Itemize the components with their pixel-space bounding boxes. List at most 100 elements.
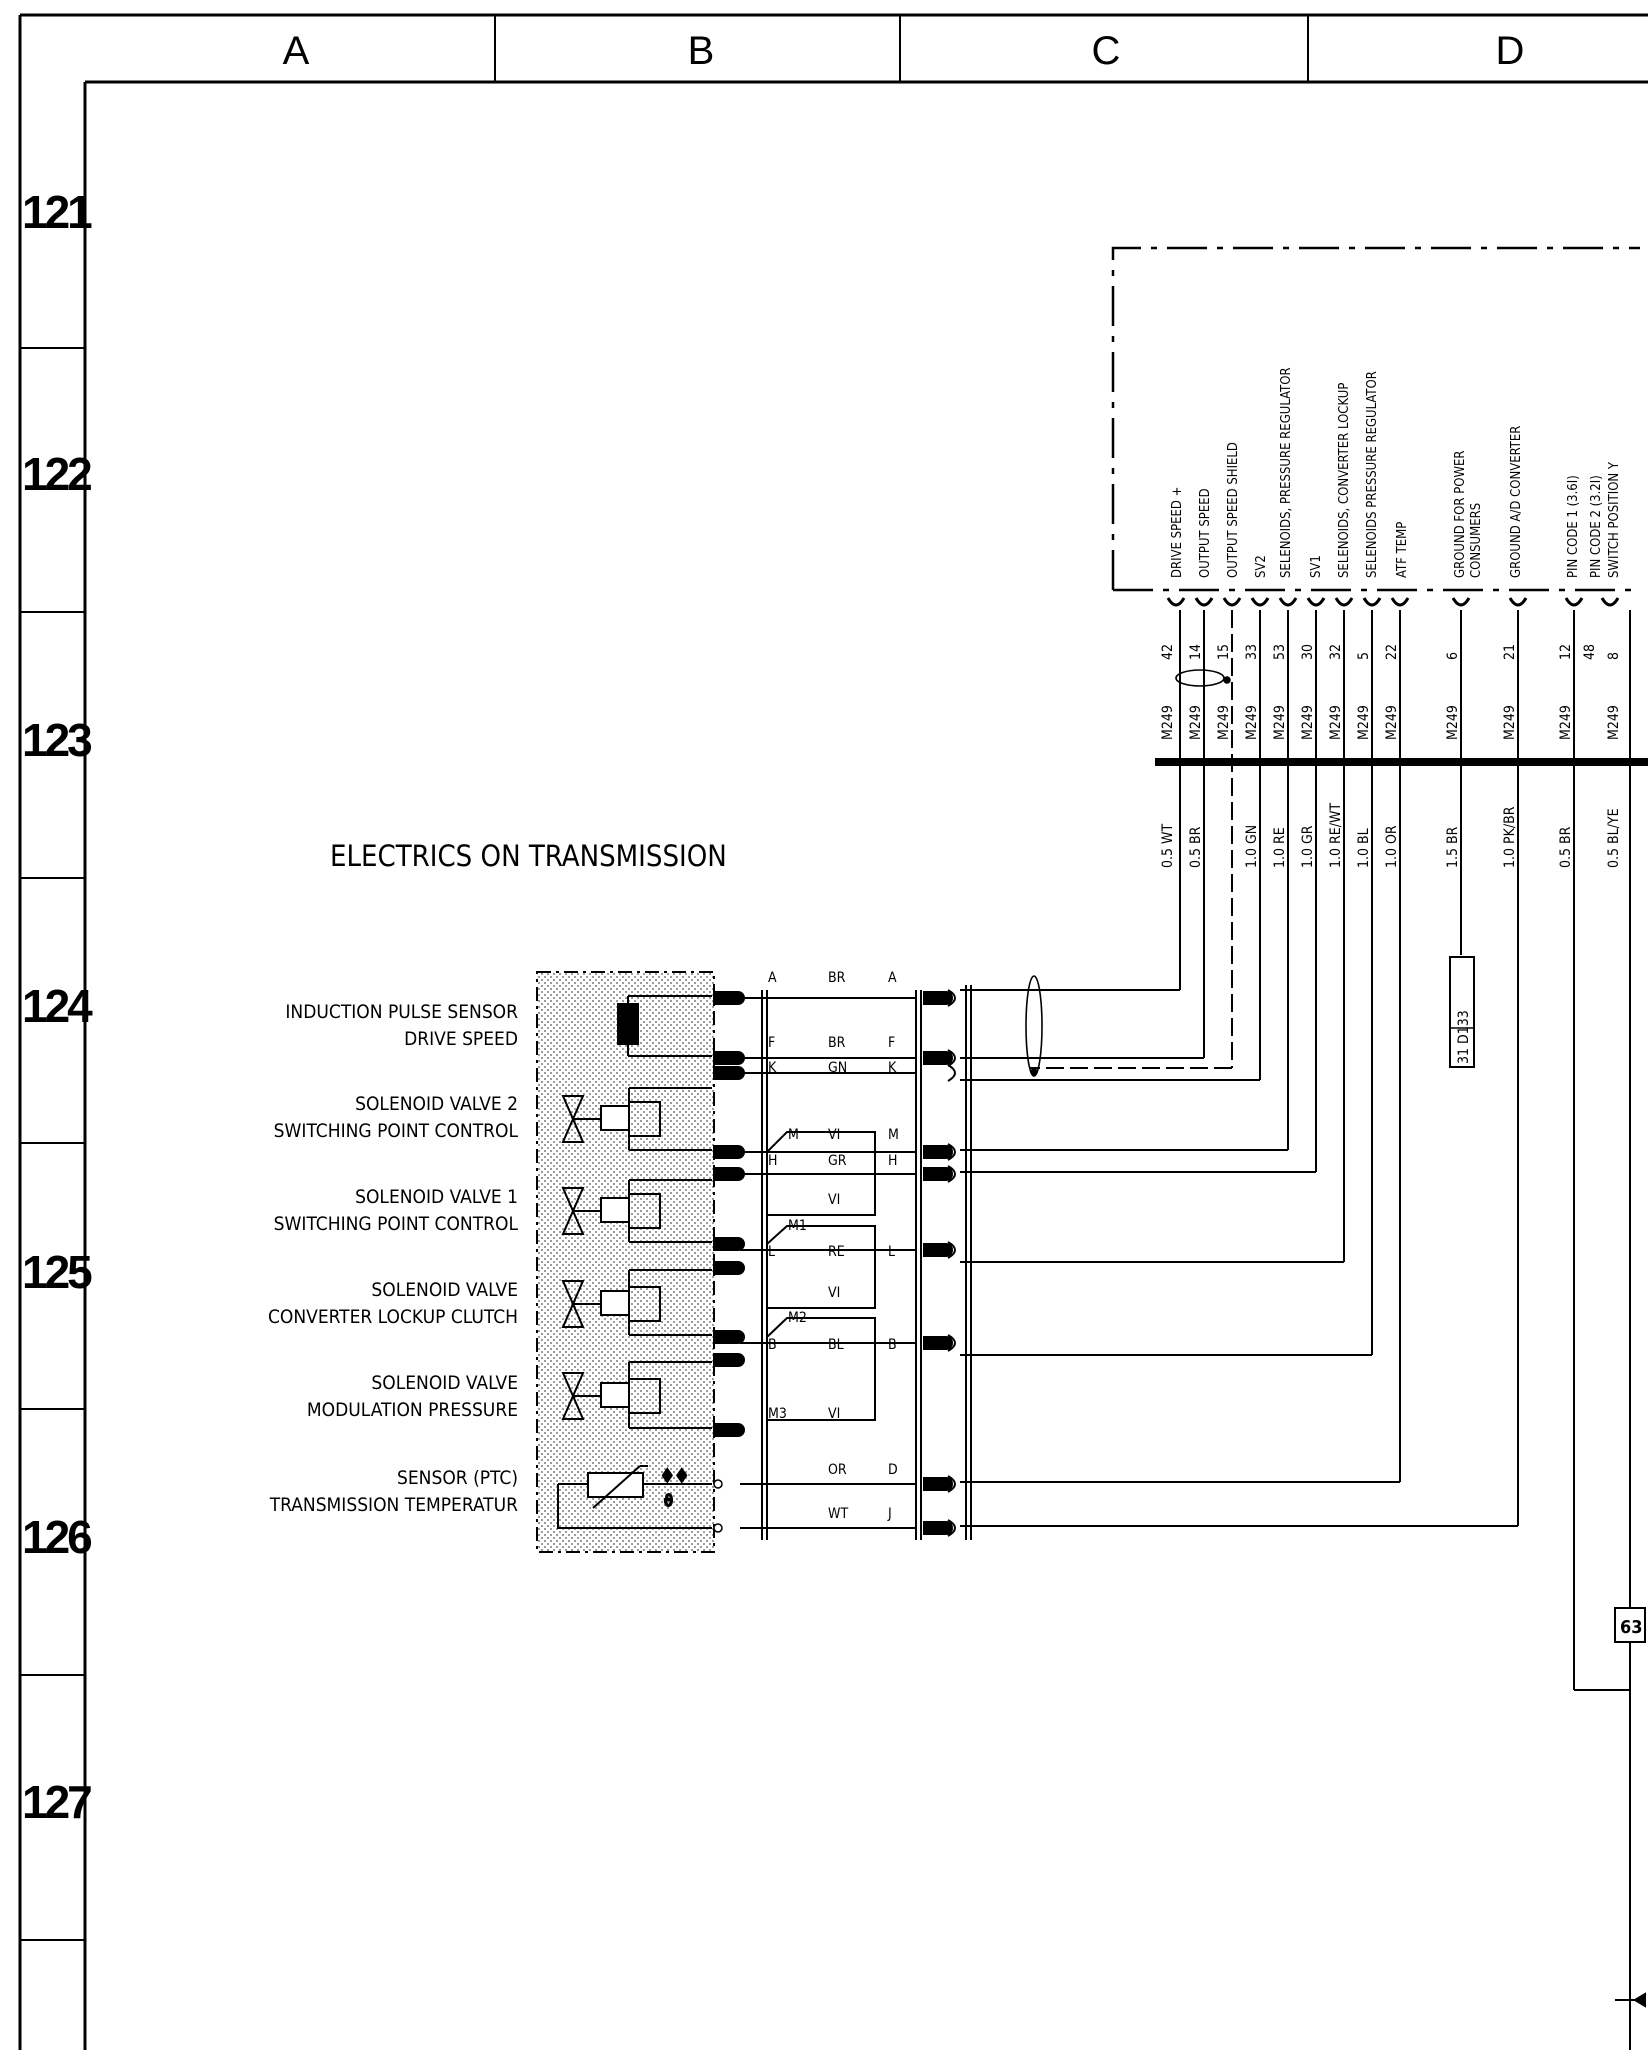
socket-icon <box>947 1519 956 1537</box>
ecu-function-labels: DRIVE SPEED + OUTPUT SPEED OUTPUT SPEED … <box>1170 367 1622 578</box>
ecu-function-label: SELENOIDS, CONVERTER LOCKUP <box>1337 383 1352 578</box>
wire-color-label: BL <box>828 1337 844 1353</box>
wire-color-label: BR <box>828 1035 846 1051</box>
terminal-icon <box>1222 597 1242 607</box>
wire-color-label: VI <box>828 1406 840 1422</box>
connector-tag: M249 <box>1160 705 1176 740</box>
reference-box-label: 63 <box>1620 1617 1643 1638</box>
row-headers: 121 122 123 124 125 126 127 <box>22 186 96 1828</box>
wire-size-label: 1.0 PK/BR <box>1502 806 1518 868</box>
wire-size-label: 1.0 RE <box>1272 827 1288 868</box>
ptc-sensor-symbol: ♦♦ ϑ <box>557 1465 712 1529</box>
diagram-title: ELECTRICS ON TRANSMISSION <box>330 839 727 873</box>
socket-icon <box>947 1334 956 1352</box>
cable-shields <box>1025 669 1231 1077</box>
wire-size-label: 1.5 BR <box>1445 826 1461 868</box>
plug-icon <box>713 1423 745 1437</box>
row-header: 127 <box>22 1776 91 1828</box>
wire-size-label: 1.0 GN <box>1244 825 1260 868</box>
ecu-function-label: DRIVE SPEED + <box>1170 487 1185 578</box>
ecu-wire-labels: 0.5 WT 0.5 BR 1.0 GN 1.0 RE 1.0 GR 1.0 R… <box>1160 803 1622 868</box>
plug-icon <box>923 1167 953 1181</box>
row-header: 124 <box>22 980 93 1032</box>
ecu-function-label: SV2 <box>1254 555 1269 578</box>
connector-tag: M249 <box>1445 705 1461 740</box>
pin-label-left: H <box>768 1153 777 1169</box>
housing-connectors <box>713 991 745 1533</box>
connector-tag: M249 <box>1384 705 1400 740</box>
terminal-icon <box>1564 597 1584 607</box>
ecu-pin-numbers: 42 14 15 33 53 30 32 5 22 6 21 12 48 8 <box>1160 644 1622 660</box>
row-header: 122 <box>22 448 91 500</box>
connector-tag: M249 <box>1216 705 1232 740</box>
induction-sensor-coil <box>617 1003 639 1045</box>
wire-color-label: VI <box>828 1192 840 1208</box>
pin-label-left: L <box>768 1244 775 1260</box>
ecu-terminals <box>1166 597 1620 607</box>
plug-icon <box>713 1261 745 1275</box>
row-header: 125 <box>22 1246 92 1298</box>
control-unit-outline <box>1111 246 1640 592</box>
pin-label-right: K <box>888 1060 897 1076</box>
pin-label-left: A <box>768 970 777 986</box>
solenoid-valve-symbol <box>561 1280 661 1328</box>
ecu-function-label: SV1 <box>1309 555 1324 578</box>
ecu-function-label: SWITCH POSITION Y <box>1607 461 1622 578</box>
component-label: SOLENOID VALVE 1 <box>355 1186 518 1208</box>
wire-color-label: RE <box>828 1244 845 1260</box>
terminal-icon <box>1250 597 1270 607</box>
terminal-icon <box>1600 597 1620 607</box>
column-header: A <box>283 29 310 73</box>
socket-icon <box>947 1143 956 1161</box>
plug-icon <box>923 1521 953 1535</box>
component-label: SOLENOID VALVE 2 <box>355 1093 518 1115</box>
ecu-pin-number: 53 <box>1272 644 1288 660</box>
continuation-arrow-icon <box>1615 1992 1646 2008</box>
socket-icon <box>947 1049 956 1067</box>
pin-label-left: M <box>788 1127 799 1143</box>
plug-icon <box>713 1145 745 1159</box>
wire-size-label: 0.5 BL/YE <box>1606 808 1622 868</box>
connector-tag: M249 <box>1356 705 1372 740</box>
ecu-function-label: SELENOIDS, PRESSURE REGULATOR <box>1279 367 1294 578</box>
ecu-pin-number: 12 <box>1558 644 1574 660</box>
plug-icon <box>923 1477 953 1491</box>
harness-pin-labels: A BR A F BR F K GN K M VI M H GR H VI M1… <box>768 970 899 1522</box>
pin-label-right: A <box>888 970 897 986</box>
terminal-icon <box>1451 597 1471 607</box>
column-header: B <box>688 29 715 73</box>
component-label: SENSOR (PTC) <box>397 1467 518 1489</box>
terminal-icon <box>1508 597 1528 607</box>
socket-icon <box>947 1165 956 1183</box>
internal-components: ♦♦ ϑ <box>557 995 712 1529</box>
plug-icon <box>923 1336 953 1350</box>
connector-tag: M249 <box>1558 705 1574 740</box>
connector-tag: M249 <box>1300 705 1316 740</box>
routed-wires <box>960 610 1631 2050</box>
plug-icon <box>923 1145 953 1159</box>
solenoid-valve-symbol <box>561 1372 661 1420</box>
ecu-pin-number: 5 <box>1356 652 1372 660</box>
terminal-icon <box>1278 597 1298 607</box>
wire-color-label: GR <box>828 1153 847 1169</box>
wire-color-label: VI <box>828 1127 840 1143</box>
plug-icon <box>713 1237 745 1251</box>
component-label: SOLENOID VALVE <box>371 1372 518 1394</box>
wire-size-label: 1.0 GR <box>1300 825 1316 868</box>
terminal-icon <box>1306 597 1326 607</box>
ecu-pin-number: 32 <box>1328 644 1344 660</box>
pin-label-left: M2 <box>788 1310 807 1326</box>
pin-label-right: J <box>887 1506 892 1522</box>
pin-label-right: M <box>888 1127 899 1143</box>
socket-icon <box>947 1475 956 1493</box>
ecu-function-label: SELENOIDS PRESSURE REGULATOR <box>1365 371 1380 578</box>
wire-size-label: 0.5 BR <box>1188 826 1204 868</box>
row-header: 123 <box>22 714 91 766</box>
connector-tag: M249 <box>1502 705 1518 740</box>
terminal-icon <box>1390 597 1410 607</box>
plug-icon <box>923 1243 953 1257</box>
pin-label-left: M1 <box>788 1218 807 1234</box>
ecu-function-label: GROUND A/D CONVERTER <box>1509 426 1524 578</box>
plug-icon <box>713 1330 745 1344</box>
